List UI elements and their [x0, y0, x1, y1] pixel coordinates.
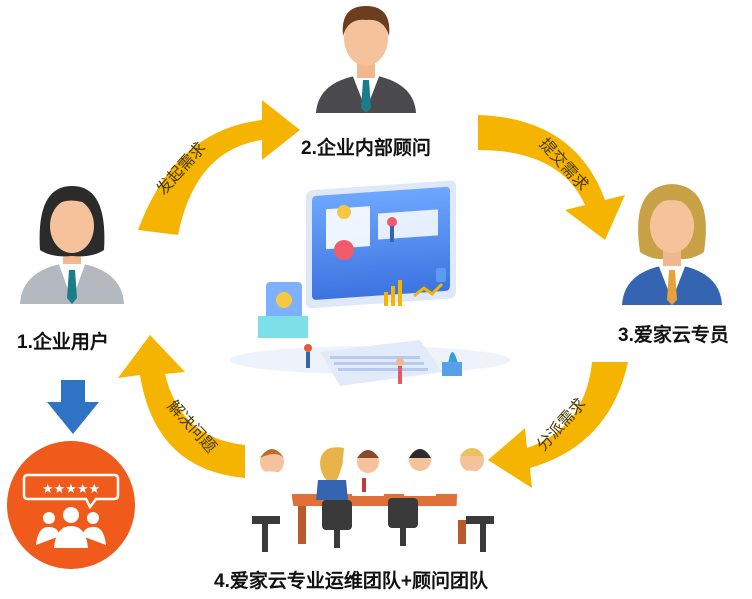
team-meeting-illustration [252, 447, 494, 552]
node-label-team: 4.爱家云专业运维团队+顾问团队 [214, 571, 488, 592]
arrow-submit-request: 发起需求 [138, 100, 300, 235]
arrow-assign-request: 分派需求 [488, 362, 628, 488]
specialist-avatar-icon [622, 184, 722, 305]
node-label-specialist: 3.爱家云专员 [618, 325, 729, 346]
arrow-solve-problem: 解决问题 [118, 335, 245, 478]
rating-badge-icon: ★★★★★ [7, 441, 135, 569]
user-avatar-icon [20, 186, 124, 304]
node-label-consultant: 2.企业内部顾问 [301, 138, 431, 159]
computer-illustration [230, 180, 510, 386]
node-label-user: 1.企业用户 [17, 332, 109, 353]
rating-stars: ★★★★★ [42, 482, 100, 497]
consultant-avatar-icon [316, 6, 416, 113]
arrow-forward-request: 提交需求 [478, 115, 625, 240]
down-arrow-icon [47, 380, 99, 434]
